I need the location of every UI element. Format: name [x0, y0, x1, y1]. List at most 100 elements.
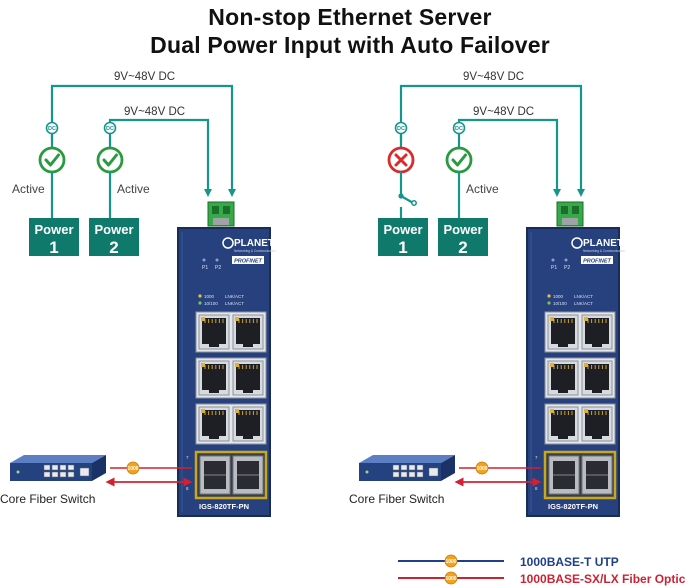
p2-led-label: P2 — [564, 265, 570, 271]
led-legend-10100-desc: LNK/ACT — [225, 301, 244, 306]
core-switch-icon — [359, 455, 455, 481]
p2-led — [564, 258, 568, 262]
legend-text: 1000BASE-SX/LX Fiber Optic — [520, 572, 686, 586]
p1-led — [551, 258, 555, 262]
led-legend-1000: 1000 — [553, 294, 564, 299]
link-badge-label: 1000 — [127, 466, 138, 472]
rj45-port — [232, 314, 264, 350]
power-2-word: Power — [94, 222, 133, 237]
power-2-word: Power — [443, 222, 482, 237]
power-1-word: Power — [34, 222, 73, 237]
legend-badge-label: 1000 — [445, 576, 456, 582]
rj45-port — [547, 406, 579, 442]
power-2-number: 2 — [458, 238, 467, 257]
power-2-number: 2 — [109, 238, 118, 257]
p1-led — [202, 258, 206, 262]
core-switch-icon — [10, 455, 106, 481]
media-legend: 1000 1000BASE-T UTP 1000 1000BASE-SX/LX Fib… — [398, 554, 686, 586]
port-number: 8 — [186, 486, 189, 491]
dc-connector-icon — [103, 121, 117, 135]
port-number: 8 — [535, 486, 538, 491]
p1-led-label: P1 — [202, 265, 208, 271]
rj45-port — [198, 406, 230, 442]
legend-badge-icon: 1000 — [444, 571, 458, 585]
dc-connector-icon — [394, 121, 408, 135]
core-switch-label: Core Fiber Switch — [0, 492, 95, 506]
dc-label: DC — [106, 126, 114, 132]
planet-globe-icon — [571, 237, 583, 249]
power1-status-label: Active — [12, 182, 45, 196]
outer-dc-wire — [50, 84, 236, 197]
title-line-1: Non-stop Ethernet Server — [208, 4, 492, 30]
model-label: IGS-820TF-PN — [199, 502, 249, 511]
power-1-number: 1 — [49, 238, 58, 257]
profinet-badge: PROFINET — [234, 259, 262, 265]
led-legend-1000-desc: LNK/ACT — [574, 294, 593, 299]
title-line-2: Dual Power Input with Auto Failover — [150, 32, 550, 58]
rj45-port — [581, 314, 613, 350]
rj45-port — [547, 314, 579, 350]
rj45-port — [581, 360, 613, 396]
check-icon — [38, 146, 66, 174]
led-legend-10100-desc: LNK/ACT — [574, 301, 593, 306]
p2-led-label: P2 — [215, 265, 221, 271]
legend-text: 1000BASE-T UTP — [520, 555, 619, 569]
check-icon — [96, 146, 124, 174]
brand-tagline: Networking & Communication — [583, 249, 625, 253]
sfp-port — [199, 455, 231, 495]
led-legend-10100: 10/100 — [553, 301, 567, 306]
rj45-port — [232, 406, 264, 442]
link-1000-badge: 1000 — [126, 461, 140, 475]
dc-label: DC — [397, 126, 405, 132]
led-1000-icon — [547, 294, 551, 298]
led-legend-1000-desc: LNK/ACT — [225, 294, 244, 299]
model-label: IGS-820TF-PN — [548, 502, 598, 511]
rj45-port — [547, 360, 579, 396]
outer-dc-wire — [399, 84, 585, 197]
profinet-badge: PROFINET — [583, 259, 611, 265]
legend-row: 1000 1000BASE-SX/LX Fiber Optic — [398, 571, 686, 586]
legend-badge-icon: 1000 — [444, 554, 458, 568]
port-number: 7 — [535, 455, 538, 460]
outer-voltage-label: 9V~48V DC — [114, 71, 175, 83]
sfp-port — [581, 455, 613, 495]
legend-badge-label: 1000 — [445, 559, 456, 565]
brand-tagline: Networking & Communication — [234, 249, 276, 253]
link-badge-label: 1000 — [476, 466, 487, 472]
dc-label: DC — [48, 126, 56, 132]
led-10100-icon — [198, 301, 202, 305]
rj45-port — [198, 314, 230, 350]
check-icon — [445, 146, 473, 174]
planet-globe-icon — [222, 237, 234, 249]
power2-status-label: Active — [117, 182, 150, 196]
rj45-port — [232, 360, 264, 396]
power-1-word: Power — [383, 222, 422, 237]
fail-x-icon — [387, 146, 415, 174]
outer-voltage-label: 9V~48V DC — [463, 71, 524, 83]
inner-voltage-label: 9V~48V DC — [124, 106, 185, 118]
led-10100-icon — [547, 301, 551, 305]
sfp-port — [232, 455, 264, 495]
rj45-port — [581, 406, 613, 442]
dc-connector-icon — [45, 121, 59, 135]
core-switch-label: Core Fiber Switch — [349, 492, 444, 506]
port-number: 7 — [186, 455, 189, 460]
rj45-port — [198, 360, 230, 396]
brand-name: PLANET — [583, 238, 623, 249]
p1-led-label: P1 — [551, 265, 557, 271]
open-switch-icon — [398, 172, 417, 218]
dc-connector-icon — [452, 121, 466, 135]
brand-name: PLANET — [234, 238, 274, 249]
led-1000-icon — [198, 294, 202, 298]
power-1-number: 1 — [398, 238, 407, 257]
dc-label: DC — [455, 126, 463, 132]
